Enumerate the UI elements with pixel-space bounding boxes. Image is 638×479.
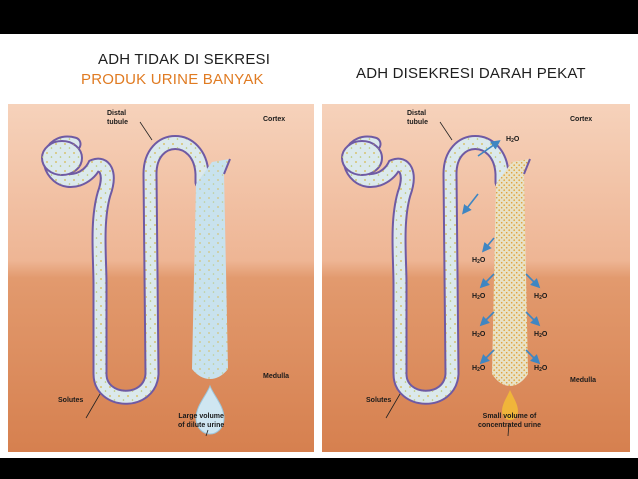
right-solutes-label: Solutes [366,396,391,405]
h2o-label: H2O [472,293,485,301]
right-title: ADH DISEKRESI DARAH PEKAT [356,65,586,82]
left-medulla-label: Medulla [263,372,289,381]
h2o-label: H2O [506,136,519,144]
right-cortex-label: Cortex [570,115,592,124]
left-panel: ADH TIDAK DI SEKRESI PRODUK URINE BANYAK… [0,34,320,458]
slide: ADH TIDAK DI SEKRESI PRODUK URINE BANYAK… [0,34,638,458]
h2o-label: H2O [472,331,485,339]
left-nephron-diagram [0,34,320,458]
h2o-label: H2O [472,365,485,373]
left-title: ADH TIDAK DI SEKRESI [98,51,270,68]
left-cortex-label: Cortex [263,115,285,124]
right-medulla-label: Medulla [570,376,596,385]
h2o-label: H2O [534,331,547,339]
h2o-label: H2O [534,365,547,373]
h2o-label: H2O [534,293,547,301]
h2o-label: H2O [472,257,485,265]
right-nephron-diagram [318,34,638,458]
left-subtitle: PRODUK URINE BANYAK [81,71,264,88]
left-solutes-label: Solutes [58,396,83,405]
